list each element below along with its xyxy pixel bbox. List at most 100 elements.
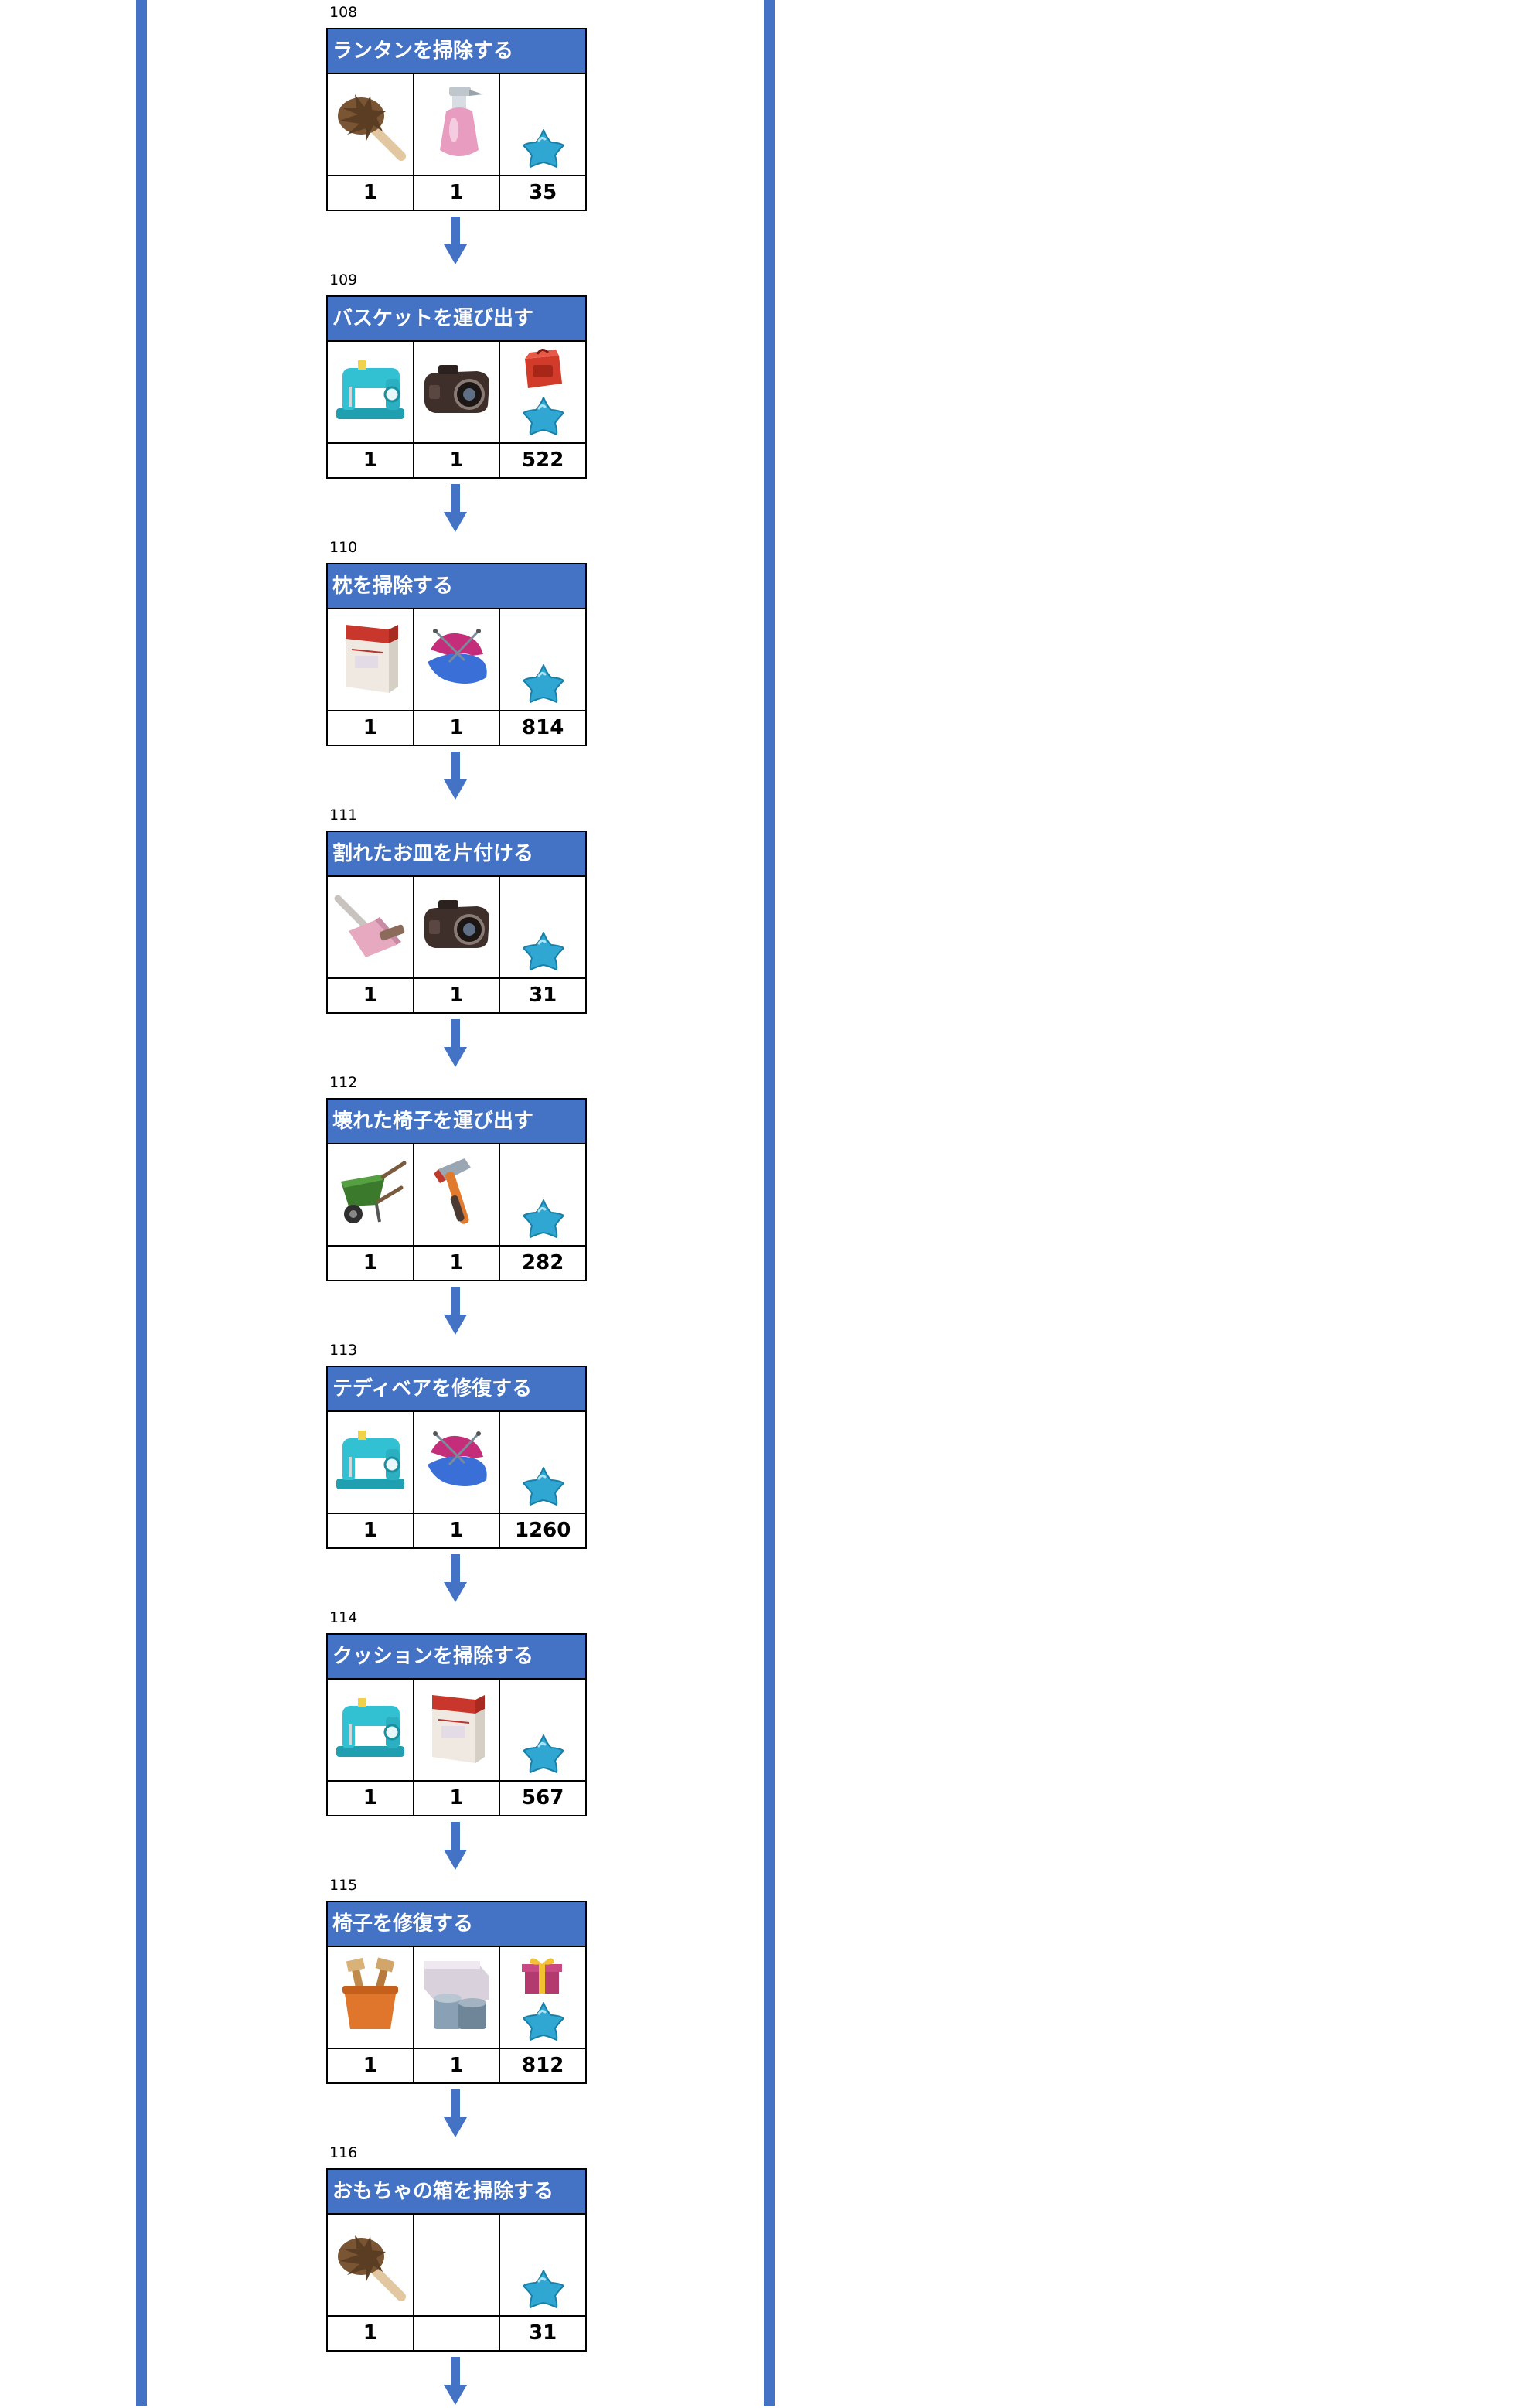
reward-amount: 1260	[514, 1519, 571, 1542]
star-icon	[522, 931, 565, 974]
fabric-icon	[418, 616, 496, 704]
item-row	[328, 1144, 585, 1247]
down-arrow-icon	[444, 1019, 467, 1067]
item-count: 1	[328, 2049, 414, 2082]
reward-cell	[500, 609, 585, 710]
step-number: 113	[329, 1342, 358, 1359]
step-number: 116	[329, 2144, 358, 2161]
detergent-box-icon	[332, 616, 409, 704]
reward-amount: 814	[522, 716, 564, 739]
reward-cell	[500, 877, 585, 977]
item-count: 1	[414, 176, 501, 210]
task-title: 壊れた椅子を運び出す	[328, 1100, 585, 1144]
sewing-machine-icon	[332, 348, 409, 436]
down-arrow-icon	[444, 752, 467, 800]
item-row	[328, 877, 585, 979]
item-cell	[328, 1680, 414, 1780]
step-number: 110	[329, 539, 358, 556]
down-arrow-icon	[444, 2089, 467, 2137]
down-arrow-icon	[444, 1287, 467, 1335]
task-card: おもちゃの箱を掃除する 1 31	[326, 2168, 587, 2352]
task-title: バスケットを運び出す	[328, 297, 585, 342]
hammer-icon	[418, 1151, 496, 1239]
task-title: 枕を掃除する	[328, 564, 585, 609]
item-cell	[414, 609, 501, 710]
reward-cell	[500, 342, 585, 442]
reward-amount: 812	[522, 2054, 564, 2077]
reward-amount: 31	[529, 2321, 557, 2345]
task-title: おもちゃの箱を掃除する	[328, 2170, 585, 2215]
star-icon	[522, 663, 565, 707]
item-cell	[328, 877, 414, 977]
task-title: 割れたお皿を片付ける	[328, 832, 585, 877]
item-cell	[328, 2215, 414, 2315]
item-count: 1	[328, 979, 414, 1012]
paint-cans-icon	[418, 1953, 496, 2041]
item-cell	[414, 2215, 501, 2315]
reward-amount: 567	[522, 1786, 564, 1809]
item-count: 1	[328, 1782, 414, 1815]
reward-cell	[500, 1144, 585, 1245]
item-count: 1	[414, 1782, 501, 1815]
item-row	[328, 1947, 585, 2049]
item-cell	[328, 1144, 414, 1245]
feather-duster-icon	[332, 80, 409, 169]
down-arrow-icon	[444, 2357, 467, 2405]
gift-box-icon	[517, 1952, 567, 2000]
step-number: 109	[329, 271, 358, 288]
reward-cell	[500, 1947, 585, 2048]
task-title: 椅子を修復する	[328, 1902, 585, 1947]
reward-cell	[500, 1412, 585, 1513]
item-count: 1	[414, 2049, 501, 2082]
reward-amount: 282	[522, 1251, 564, 1274]
star-icon	[522, 128, 565, 172]
item-cell	[414, 877, 501, 977]
camera-icon	[418, 883, 496, 971]
step-number: 114	[329, 1609, 358, 1626]
star-icon	[522, 1734, 565, 1777]
fabric-icon	[418, 1418, 496, 1506]
reward-amount: 522	[522, 449, 564, 472]
down-arrow-icon	[444, 217, 467, 264]
star-icon	[522, 396, 565, 439]
step-number: 108	[329, 4, 358, 21]
item-row	[328, 1412, 585, 1514]
task-title: クッションを掃除する	[328, 1635, 585, 1680]
reward-cell	[500, 74, 585, 175]
task-title: ランタンを掃除する	[328, 29, 585, 74]
item-count: 1	[414, 1247, 501, 1280]
item-count: 1	[414, 444, 501, 477]
item-count: 1	[414, 979, 501, 1012]
star-icon	[522, 1199, 565, 1242]
down-arrow-icon	[444, 484, 467, 532]
reward-cell	[500, 1680, 585, 1780]
item-count: 1	[328, 2317, 414, 2350]
item-count: 1	[328, 711, 414, 745]
item-cell	[414, 342, 501, 442]
right-border-bar	[764, 0, 775, 2406]
star-icon	[522, 1466, 565, 1509]
item-count: 1	[414, 711, 501, 745]
item-cell	[414, 1680, 501, 1780]
step-116: 116 おもちゃの箱を掃除する 1 31	[326, 2144, 587, 2406]
task-title: テディベアを修復する	[328, 1367, 585, 1412]
item-count: 1	[328, 444, 414, 477]
item-cell	[414, 74, 501, 175]
item-cell	[328, 74, 414, 175]
item-count: 1	[328, 1514, 414, 1547]
